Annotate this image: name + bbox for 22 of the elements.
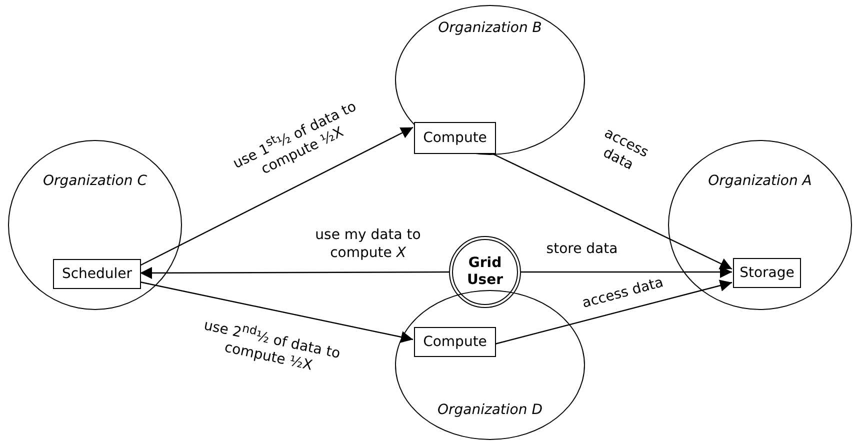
- arrow: [140, 281, 414, 343]
- compute-box: Compute: [414, 122, 496, 154]
- storage-box: Storage: [733, 258, 801, 288]
- arrow: [140, 126, 414, 266]
- arrow: [140, 266, 449, 279]
- organization-ellipse: [395, 290, 585, 440]
- organization-label: Organization D: [436, 402, 544, 418]
- compute-box: Compute: [414, 327, 496, 357]
- scheduler-box: Scheduler: [53, 259, 141, 289]
- arrow: [494, 280, 732, 345]
- organization-ellipse: [395, 5, 585, 155]
- organization-ellipse: [668, 140, 852, 310]
- organization-label: Organization B: [437, 20, 543, 36]
- edge-label: use my data to compute X: [314, 227, 422, 262]
- user-double-circle: Grid User: [449, 236, 521, 308]
- arrow: [521, 266, 732, 278]
- organization-label: Organization C: [42, 173, 148, 189]
- organization-ellipse: [8, 140, 182, 310]
- edge-label: use 2$^{nd}$½ of data to compute ½X: [200, 316, 342, 376]
- edge-label: access data: [580, 274, 666, 314]
- organization-label: Organization A: [707, 173, 813, 189]
- edge-label: store data: [545, 241, 619, 258]
